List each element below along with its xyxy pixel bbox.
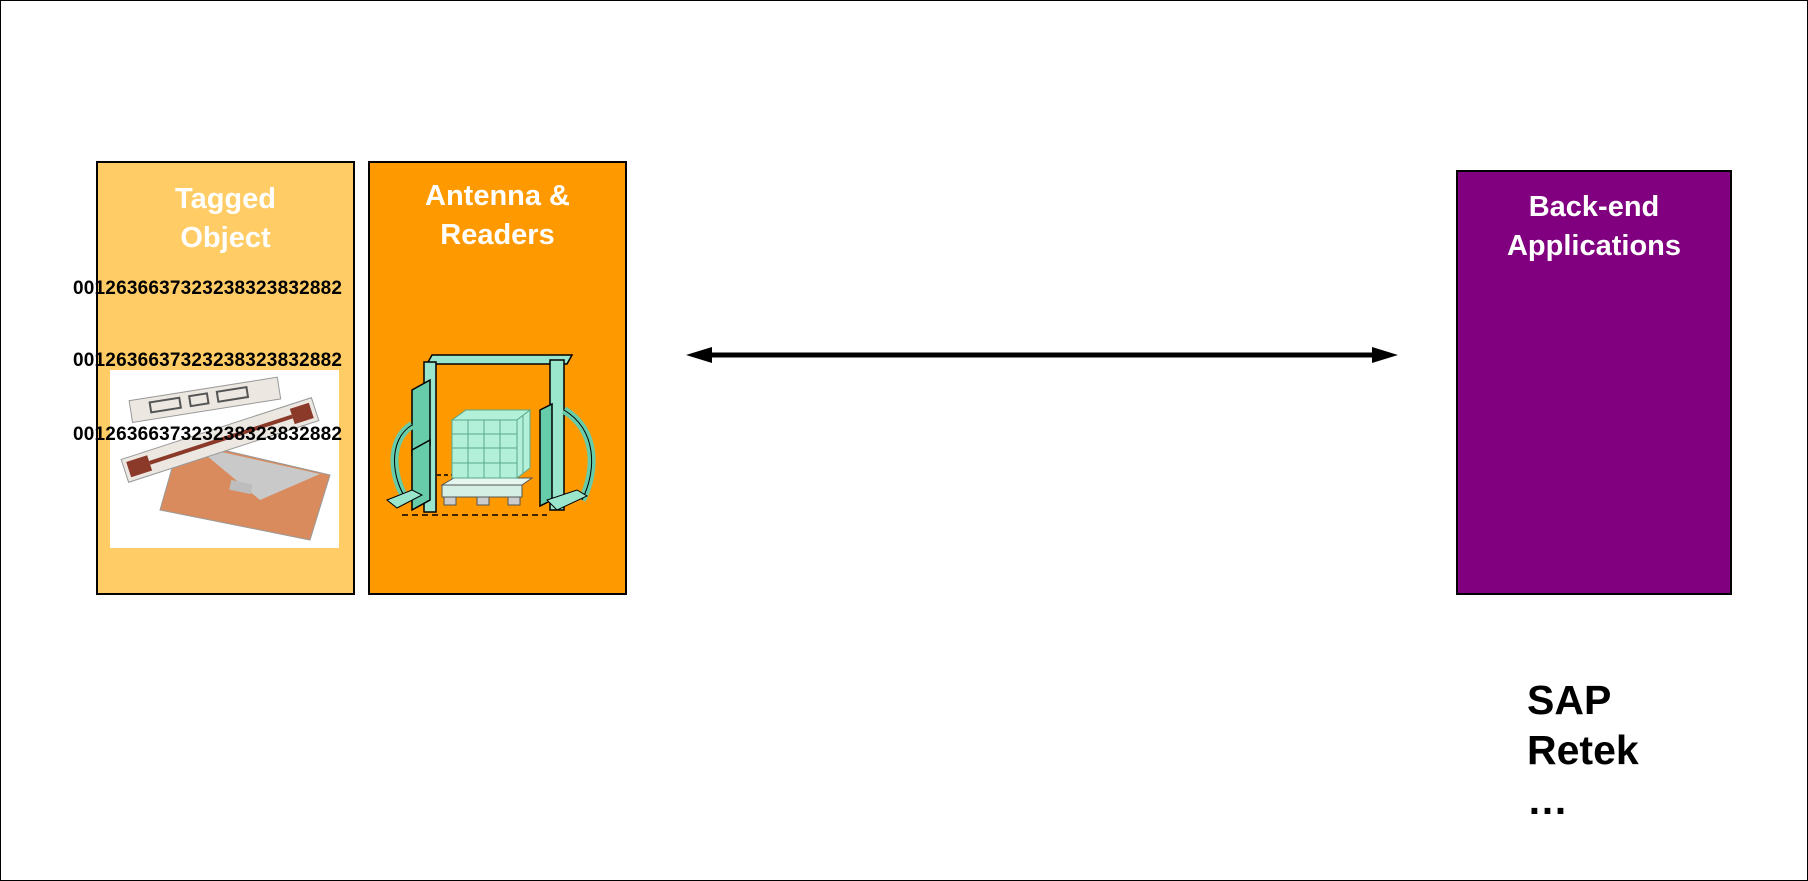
antenna-readers-title-line1: Antenna & [425,180,570,212]
antenna-readers-box: Antenna & Readers [368,161,627,595]
application-item: SAP [1527,677,1612,723]
backend-title-line2: Applications [1506,230,1681,262]
tagged-object-title-line2: Object [180,222,271,254]
application-item: … [1527,777,1568,823]
rfid-portal-reader-icon [386,354,596,516]
backend-title-line1: Back-end [1528,191,1660,223]
antenna-readers-title-line2: Readers [440,219,555,251]
epc-code-1: 0012636637323238323832882 [73,278,343,299]
epc-code-3: 0012636637323238323832882 [73,424,343,445]
backend-applications-box: Back-end Applications [1456,170,1732,595]
rfid-tag-icon [110,370,339,548]
epc-code-2: 0012636637323238323832882 [73,350,343,371]
application-item: Retek [1527,727,1639,773]
antenna-readers-title: Antenna & Readers [370,163,625,255]
applications-list: SAP Retek … [1527,675,1639,825]
tagged-object-title: Tagged Object [98,163,353,258]
double-arrow-connector [686,347,1398,363]
backend-applications-title: Back-end Applications [1458,172,1730,266]
tagged-object-title-line1: Tagged [175,183,276,215]
